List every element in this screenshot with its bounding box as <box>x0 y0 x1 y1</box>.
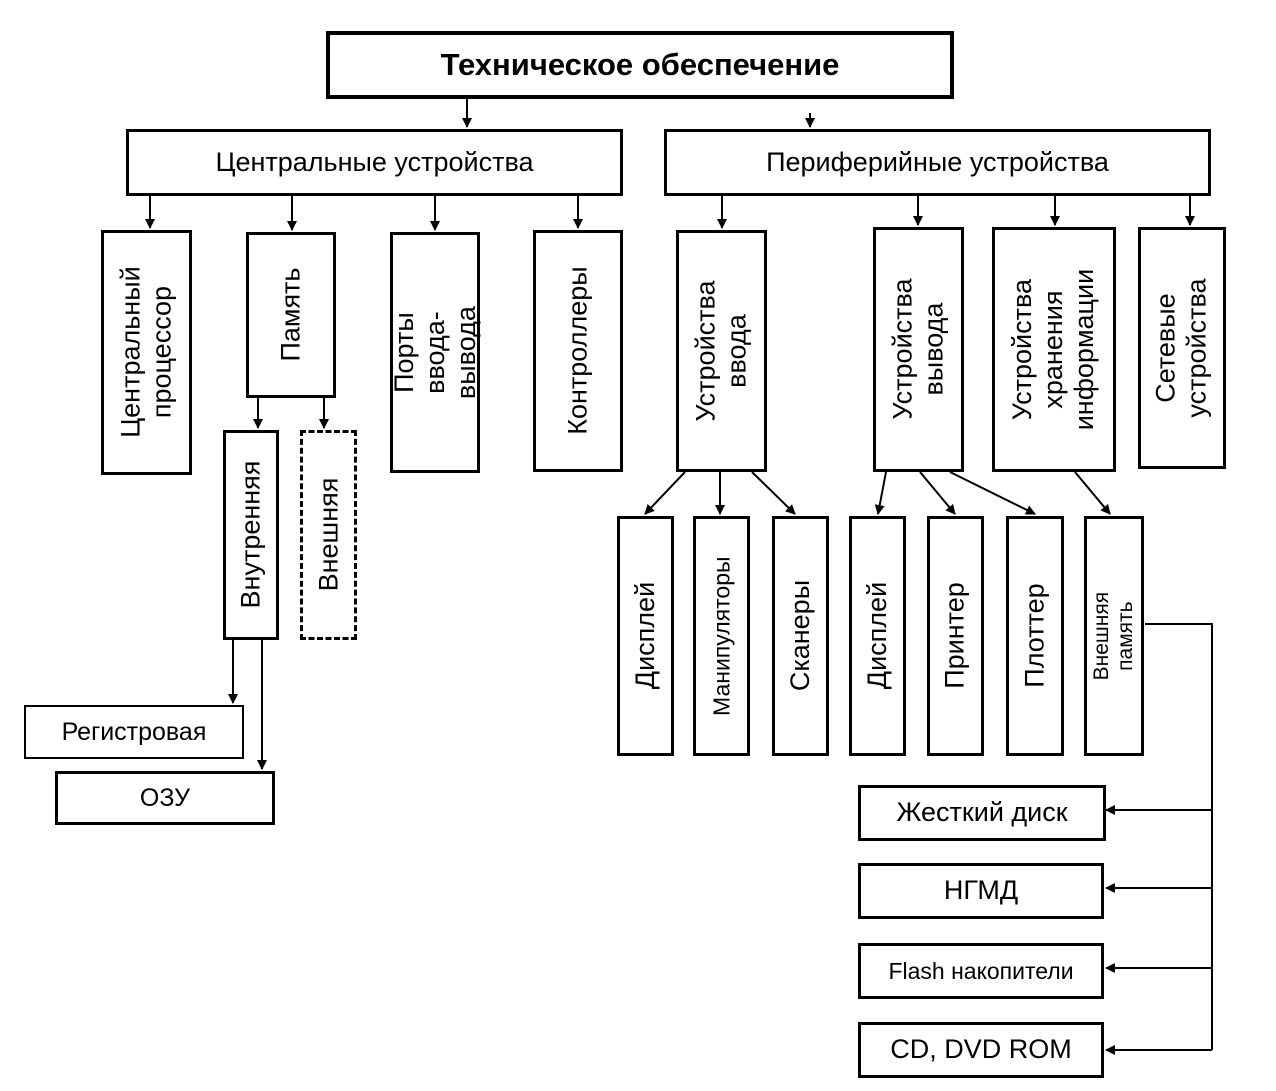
input-display-node: Дисплей <box>617 516 674 756</box>
manipulators-label: Манипуляторы <box>708 556 735 716</box>
external-memory-node: Внешняя память <box>1084 516 1144 756</box>
output-display-node: Дисплей <box>849 516 906 756</box>
scanners-label: Сканеры <box>784 580 815 692</box>
flash-node: Flash накопители <box>858 943 1104 999</box>
printer-label: Принтер <box>939 582 970 690</box>
root-node: Техническое обеспечение <box>326 31 954 99</box>
controllers-node: Контроллеры <box>533 230 623 472</box>
floppy-label: НГМД <box>943 875 1019 906</box>
manipulators-node: Манипуляторы <box>693 516 750 756</box>
external-memory-label: Внешняя память <box>1089 591 1138 681</box>
hard-disk-node: Жесткий диск <box>858 785 1106 841</box>
output-devices-label: Устройства вывода <box>887 278 949 421</box>
memory-label: Память <box>275 267 306 363</box>
internal-memory-node: Внутренняя <box>223 430 279 640</box>
memory-node: Память <box>246 232 336 398</box>
register-memory-node: Регистровая <box>24 705 244 759</box>
input-display-label: Дисплей <box>629 582 660 690</box>
central-devices-node: Центральные устройства <box>126 129 623 196</box>
central-devices-label: Центральные устройства <box>215 146 534 177</box>
ram-label: ОЗУ <box>139 783 191 812</box>
plotter-node: Плоттер <box>1006 516 1064 756</box>
external-memory-dashed-node: Внешняя <box>300 430 357 640</box>
root-label: Техническое обеспечение <box>440 47 840 83</box>
external-memory-dashed-label: Внешняя <box>312 478 343 592</box>
network-devices-label: Сетевые устройства <box>1150 278 1213 418</box>
storage-devices-node: Устройства хранения информации <box>992 227 1116 472</box>
input-devices-node: Устройства ввода <box>676 230 767 472</box>
scanners-node: Сканеры <box>772 516 829 756</box>
flash-label: Flash накопители <box>888 957 1074 984</box>
io-ports-label: Порты ввода-вывода <box>388 306 481 399</box>
plotter-label: Плоттер <box>1019 583 1050 689</box>
cpu-node: Центральный процессор <box>101 230 192 475</box>
io-ports-node: Порты ввода-вывода <box>388 232 481 473</box>
network-devices-node: Сетевые устройства <box>1138 227 1226 469</box>
output-display-label: Дисплей <box>861 582 892 690</box>
cpu-label: Центральный процессор <box>115 266 177 439</box>
ram-node: ОЗУ <box>55 771 275 825</box>
cd-dvd-label: CD, DVD ROM <box>890 1034 1072 1065</box>
internal-memory-label: Внутренняя <box>235 461 266 609</box>
register-memory-label: Регистровая <box>61 717 207 746</box>
storage-devices-label: Устройства хранения информации <box>1007 268 1100 431</box>
controllers-label: Контроллеры <box>562 266 593 436</box>
input-devices-label: Устройства ввода <box>690 280 752 422</box>
cd-dvd-node: CD, DVD ROM <box>858 1022 1104 1078</box>
output-devices-node: Устройства вывода <box>873 227 964 472</box>
peripheral-devices-node: Периферийные устройства <box>664 129 1211 196</box>
hard-disk-label: Жесткий диск <box>896 797 1068 828</box>
floppy-node: НГМД <box>858 863 1104 919</box>
peripheral-devices-label: Периферийные устройства <box>766 146 1109 177</box>
printer-node: Принтер <box>927 516 984 756</box>
